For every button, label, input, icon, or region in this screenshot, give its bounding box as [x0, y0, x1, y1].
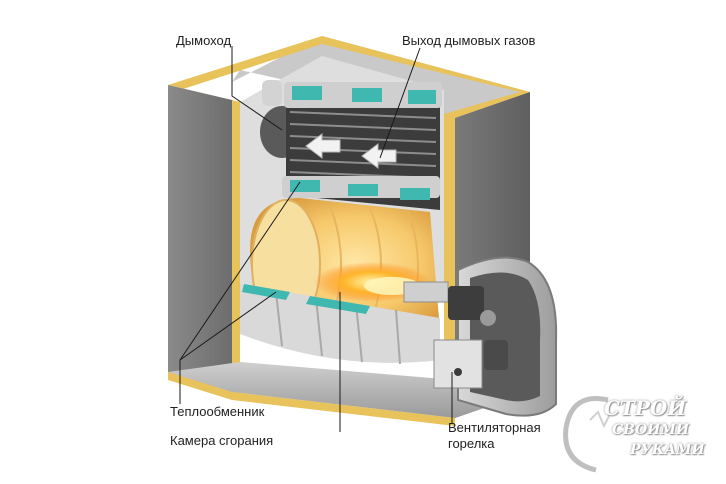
label-fan-burner-line2: горелка — [448, 436, 495, 451]
leader-heat-exchanger-2 — [179, 291, 277, 361]
insulation-left — [232, 100, 240, 394]
label-combustion-chamber: Камера сгорания — [170, 433, 274, 448]
flue-flow-arrow-right — [361, 143, 397, 169]
leader-chimney — [231, 46, 283, 131]
casing-top-rim — [168, 36, 530, 118]
watermark-logo — [563, 396, 611, 473]
leader-flue-gas-outlet — [379, 47, 421, 159]
watermark-line1: СТРОЙ — [604, 396, 687, 420]
chimney-collar — [262, 80, 282, 106]
label-chimney: Дымоход — [176, 33, 232, 48]
burner-nozzle — [403, 281, 449, 303]
label-fan-burner-line1: Вентиляторная — [448, 420, 541, 435]
watermark-line2: СВОИМИ — [612, 422, 690, 438]
floor-rim — [168, 372, 455, 426]
casing-floor — [168, 362, 530, 418]
watermark-line3: РУКАМИ — [630, 442, 705, 458]
heat-exchanger — [282, 82, 442, 210]
fan-burner — [433, 256, 558, 417]
label-flue-gas-outlet: Выход дымовых газов — [402, 33, 536, 48]
label-heat-exchanger: Теплообменник — [170, 404, 265, 419]
casing-left-wall — [168, 85, 232, 392]
flue-flow-arrow-left — [305, 133, 341, 159]
